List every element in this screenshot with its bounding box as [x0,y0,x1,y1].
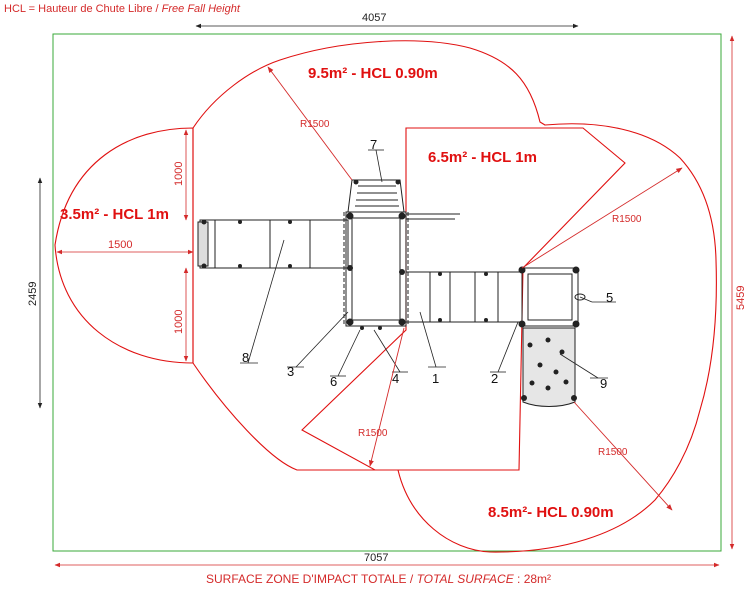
callout-2: 2 [491,371,498,386]
radius-lines [267,66,683,511]
impact-zone-outline [192,40,717,553]
ladder-7 [347,179,405,213]
platform-5 [521,267,579,327]
tower-3 [345,211,407,327]
radius-label-right: R1500 [612,214,642,225]
radius-label-bottom-right: R1500 [598,447,628,458]
total-surface-footer: SURFACE ZONE D'IMPACT TOTALE / TOTAL SUR… [206,572,551,586]
callout-9: 9 [600,376,607,391]
zone-label-bottom: 8.5m²- HCL 0.90m [488,504,614,521]
callout-4: 4 [392,371,399,386]
play-structure [197,179,586,407]
dim-top-label: 4057 [362,12,386,24]
callout-1: 1 [432,371,439,386]
legend-text: HCL = Hauteur de Chute Libre / Free Fall… [4,3,241,15]
callout-5: 5 [606,290,613,305]
dim-left-horizontal-label: 1500 [108,239,132,251]
dim-left-upper-label: 1000 [173,162,185,186]
bounding-frame [52,33,722,552]
callout-leaders [240,149,616,379]
callout-8: 8 [242,350,249,365]
dim-right-label: 5459 [735,286,747,310]
callout-3: 3 [287,364,294,379]
radius-label-top: R1500 [300,119,330,130]
dim-left-label: 2459 [27,282,39,306]
slide-8 [199,219,349,269]
zone-label-top: 9.5m² - HCL 0.90m [308,65,438,82]
callout-7: 7 [370,137,377,152]
zone-label-center: 6.5m² - HCL 1m [428,149,537,166]
bridge-1 [405,271,523,323]
radius-label-bottom-left: R1500 [358,428,388,439]
left-zone-outline [54,127,194,364]
center-zone-outline [301,127,626,471]
zone-label-left: 3.5m² - HCL 1m [60,206,169,223]
climbing-wall-9 [522,327,576,407]
dim-bottom-label: 7057 [364,552,388,564]
dim-left-lower-label: 1000 [173,310,185,334]
callout-6: 6 [330,374,337,389]
